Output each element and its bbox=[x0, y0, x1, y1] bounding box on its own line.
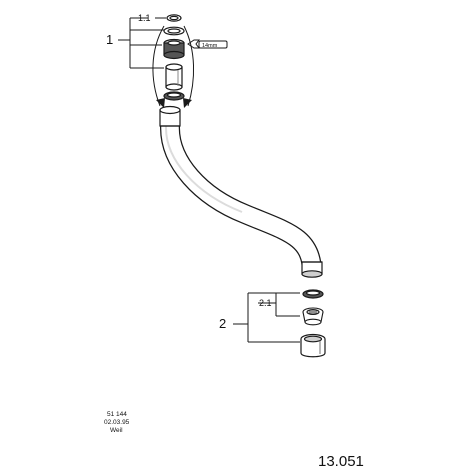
o-ring-small bbox=[166, 14, 182, 22]
drawing-date: 02.03.95 bbox=[104, 419, 130, 426]
sleeve bbox=[165, 63, 183, 91]
wrench-icon bbox=[187, 39, 228, 49]
tube-top-collar bbox=[159, 105, 181, 127]
part-number: 51 144 bbox=[107, 411, 127, 418]
tube-bottom-collar bbox=[301, 261, 323, 278]
assembly-arrows bbox=[152, 25, 195, 107]
callout-label-1-1: 1.1 bbox=[138, 13, 151, 23]
callout-label-1: 1 bbox=[106, 32, 113, 47]
callout-group-2 bbox=[233, 292, 300, 343]
callout-label-2: 2 bbox=[219, 316, 226, 331]
aerator-housing bbox=[300, 333, 326, 358]
hex-nut bbox=[163, 38, 185, 60]
spout-tube bbox=[160, 112, 322, 273]
callout-group-1 bbox=[118, 17, 166, 69]
wrench-size-label: 14mm bbox=[202, 43, 218, 49]
drawing-author: Weil bbox=[110, 427, 123, 434]
arrow-head-left bbox=[156, 98, 165, 108]
document-number: 13.051 bbox=[318, 453, 364, 470]
gasket-ring bbox=[163, 26, 185, 36]
aerator-insert bbox=[302, 307, 324, 326]
arrow-head-right bbox=[183, 98, 192, 108]
o-ring-lower bbox=[163, 91, 185, 101]
callout-label-2-1: 2.1 bbox=[259, 298, 272, 308]
aerator-washer bbox=[302, 289, 324, 299]
